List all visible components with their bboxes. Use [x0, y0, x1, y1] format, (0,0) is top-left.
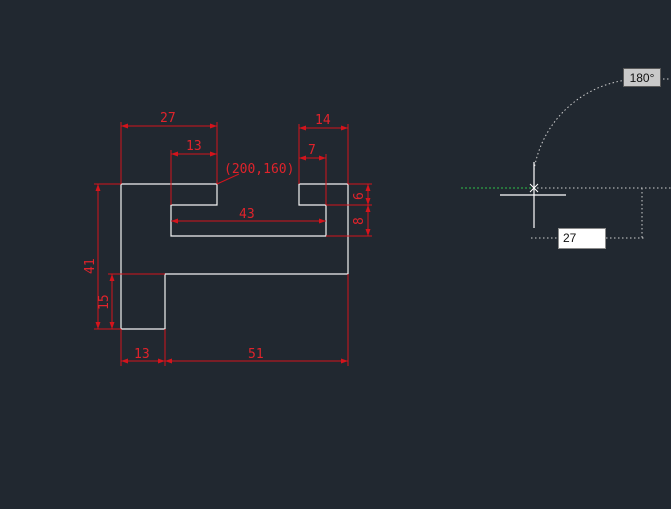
- dimension-right-height-bottom-text: 8: [352, 217, 367, 225]
- dimension-top-width[interactable]: 27: [120, 111, 218, 184]
- dimension-notch-width-text: 7: [308, 143, 316, 158]
- dimension-foot-height-text: 15: [97, 294, 112, 310]
- dimension-right-width-text: 14: [315, 113, 331, 128]
- part-outline[interactable]: [120, 183, 349, 330]
- dimension-base-length-text: 51: [248, 347, 264, 362]
- dimension-top-width-text: 27: [160, 111, 176, 126]
- dimension-slot-width-text: 13: [186, 139, 202, 154]
- dimension-notch-width[interactable]: 7: [298, 143, 327, 205]
- coordinate-label: (200,160): [224, 162, 294, 177]
- dimension-slot-width[interactable]: 13: [170, 139, 218, 205]
- dimension-foot-width-text: 13: [134, 347, 150, 362]
- polar-tracking: [461, 78, 671, 239]
- dimension-right-heights[interactable]: 6 8: [326, 183, 372, 237]
- dimension-inner-length[interactable]: 43: [171, 207, 326, 224]
- dynamic-input-length[interactable]: 27: [558, 228, 606, 249]
- polar-angle-tooltip: 180°: [623, 68, 661, 87]
- dimension-foot-height[interactable]: 15: [97, 273, 165, 329]
- dimension-bottom[interactable]: 13 51: [120, 274, 349, 366]
- crosshair-cursor-icon: [500, 162, 566, 228]
- dimension-total-height-text: 41: [83, 258, 98, 274]
- dimension-right-width[interactable]: 14: [298, 113, 349, 184]
- dimension-total-height[interactable]: 41: [83, 183, 121, 330]
- dimension-inner-length-text: 43: [239, 207, 255, 222]
- coordinate-leader[interactable]: (200,160): [216, 162, 294, 185]
- dimension-right-height-top-text: 6: [352, 192, 367, 200]
